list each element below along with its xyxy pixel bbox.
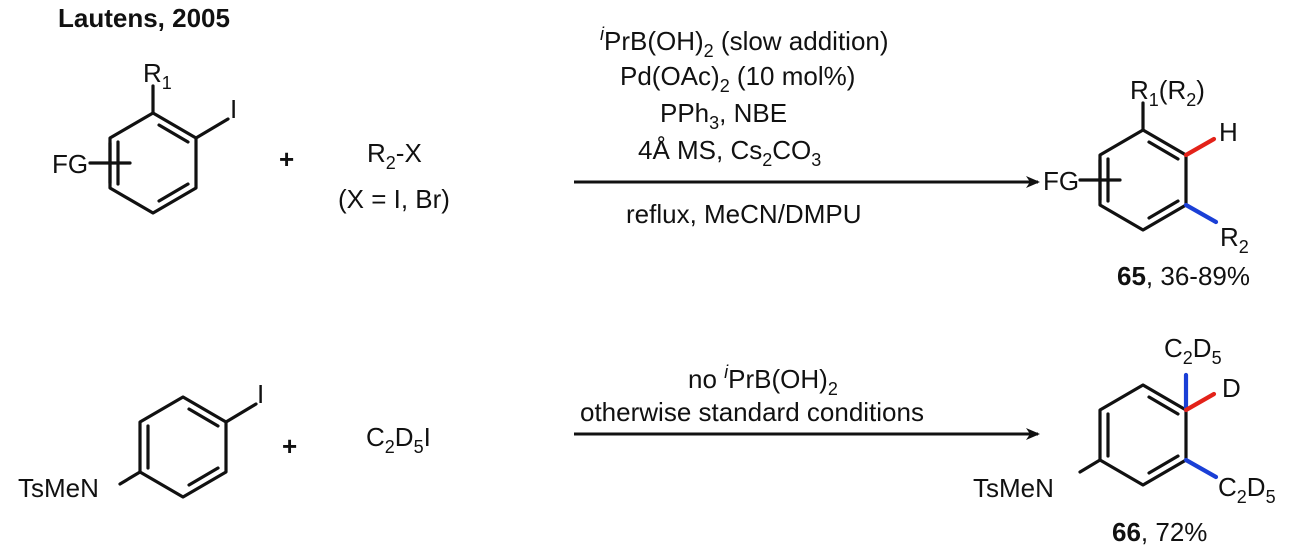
substrate-1-structure <box>88 84 230 215</box>
conditions-2-line-1: no iPrB(OH)2 <box>688 362 838 399</box>
conditions-1-line-4: 4Å MS, Cs2CO3 <box>638 135 821 170</box>
reagent-2-ethyl-iodide: C2D5I <box>366 422 431 457</box>
red-cd-bond <box>1183 391 1217 413</box>
product-66-structure <box>1078 372 1219 487</box>
substrate-2-n-group: TsMeN <box>18 473 99 503</box>
reagent-1-note: (X = I, Br) <box>338 184 450 214</box>
substrate-2-structure <box>118 395 258 499</box>
product-66-top-ethyl: C2D5 <box>1164 333 1222 368</box>
scheme-title: Lautens, 2005 <box>58 3 230 33</box>
conditions-1-line-1: iPrB(OH)2 (slow addition) <box>600 24 889 61</box>
product-65-r2: R2 <box>1220 222 1249 257</box>
plus-sign-2: + <box>282 431 297 461</box>
substrate-1-fg: FG <box>52 149 88 179</box>
blue-right-bond <box>1183 457 1219 480</box>
product-66-caption: 66, 72% <box>1112 517 1207 547</box>
conditions-1-line-3: PPh3, NBE <box>660 98 787 133</box>
product-65-structure <box>1078 101 1219 232</box>
reaction-1: R1 I FG + R2-X (X = I, Br) iPrB(OH)2 (sl… <box>52 24 1250 291</box>
product-66-n-group: TsMeN <box>973 473 1054 503</box>
conditions-1-line-2: Pd(OAc)2 (10 mol%) <box>620 61 855 96</box>
red-ch-bond <box>1183 136 1217 158</box>
conditions-1-below: reflux, MeCN/DMPU <box>626 199 861 229</box>
product-65-top-label: R1(R2) <box>1130 75 1205 110</box>
product-65-caption: 65, 36-89% <box>1117 261 1250 291</box>
reagent-1-r2x: R2-X <box>367 138 422 173</box>
product-65-fg: FG <box>1043 166 1079 196</box>
product-65-h: H <box>1219 117 1238 147</box>
conditions-2-line-2: otherwise standard conditions <box>580 397 924 427</box>
reaction-2: I TsMeN + C2D5I no iPrB(OH)2 otherwise s… <box>18 333 1276 547</box>
substrate-1-r1: R1 <box>143 58 172 93</box>
blue-cc-bond <box>1183 202 1219 225</box>
product-66-d: D <box>1222 373 1241 403</box>
substrate-2-iodo: I <box>257 379 264 409</box>
plus-sign-1: + <box>279 144 294 174</box>
product-66-right-ethyl: C2D5 <box>1218 472 1276 507</box>
substrate-1-iodo: I <box>230 94 237 124</box>
